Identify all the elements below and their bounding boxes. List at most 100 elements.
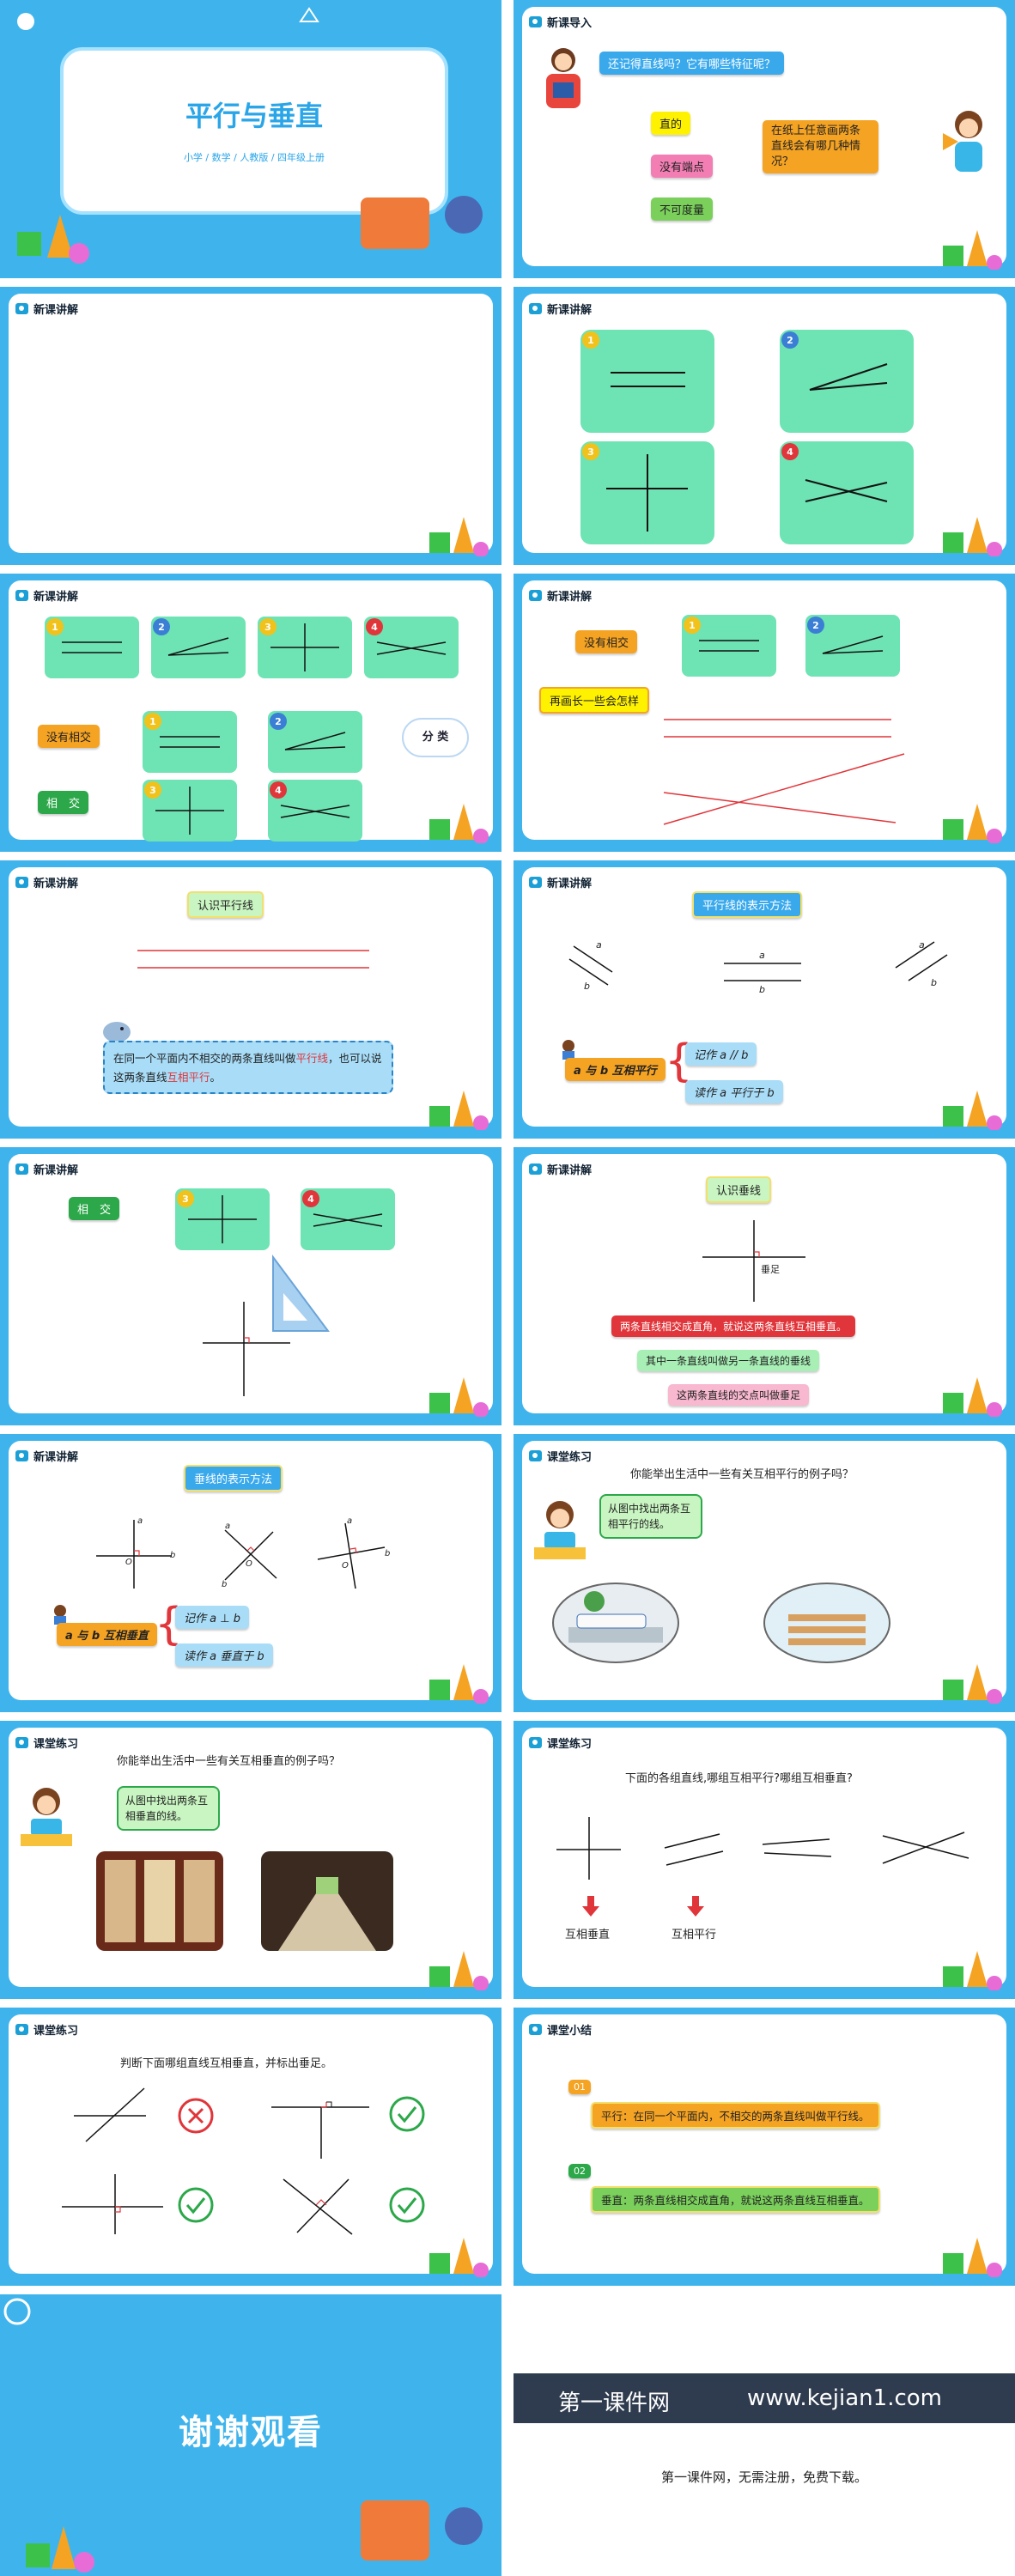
slide-cover: 平行与垂直 小学 / 数学 / 人教版 / 四年级上册	[0, 0, 501, 278]
badge: 2	[807, 617, 824, 634]
label-b: b	[931, 977, 937, 988]
header-icon	[15, 1163, 28, 1175]
slide-header: 课堂小结	[529, 2021, 592, 2038]
relation-label: a 与 b 互相垂直	[57, 1623, 157, 1646]
badge: 2	[781, 331, 799, 349]
classify-cloud: 分 类	[402, 718, 469, 757]
badge: 3	[582, 443, 599, 460]
header-icon	[15, 877, 28, 888]
feature-3: 不可度量	[651, 197, 714, 221]
badge: 4	[781, 443, 799, 460]
badge: 1	[684, 617, 701, 634]
label-b: b	[222, 1580, 228, 1589]
cover-subtitle: 小学 / 数学 / 人教版 / 四年级上册	[183, 152, 325, 163]
slide-intersect: 新课讲解 相 交 3 4	[0, 1147, 501, 1425]
def-line-1: 两条直线相交成直角，就说这两条直线互相垂直。	[611, 1315, 856, 1337]
group-b-tile-2: 4	[268, 780, 362, 841]
mini-tile-1: 1	[45, 617, 139, 678]
label-o: O	[125, 1558, 132, 1567]
slide-lecture-blank: 新课讲解	[0, 287, 501, 565]
parallel-lines	[137, 950, 369, 969]
header-icon	[529, 303, 542, 314]
label-b: b	[385, 1549, 391, 1558]
question-text: 你能举出生活中一些有关互相平行的例子吗？	[630, 1468, 854, 1481]
label-a: a	[347, 1516, 353, 1526]
line-groups	[556, 1817, 969, 1880]
slide-practice-parallel: 课堂练习 你能举出生活中一些有关互相平行的例子吗？ 从图中找出两条互相平行的线。	[514, 1434, 1015, 1712]
window-photo	[96, 1851, 223, 1951]
intersect-label: 相 交	[69, 1197, 120, 1220]
question-text: 下面的各组直线,哪组互相平行?哪组互相垂直?	[625, 1772, 853, 1785]
corner-deco	[943, 1951, 1002, 1990]
slide-perpendicular-def: 新课讲解 认识垂线 垂足 两条直线相交成直角，就说这两条直线互相垂直。 其中一条…	[514, 1147, 1015, 1425]
slide-header: 课堂练习	[529, 1735, 592, 1751]
read-label: 读作 a 垂直于 b	[175, 1643, 273, 1667]
label-b: b	[759, 984, 765, 995]
header-icon	[15, 590, 28, 601]
feature-2: 没有端点	[651, 155, 714, 178]
perpendicular-figure	[702, 1220, 805, 1302]
section-title: 认识平行线	[187, 891, 264, 918]
mini-tile-2: 2	[151, 617, 246, 678]
header-icon	[529, 1737, 542, 1748]
group-b-tile-1: 3	[143, 780, 237, 841]
badge: 1	[46, 618, 64, 635]
corner-deco	[429, 1377, 489, 1417]
header-icon	[15, 2024, 28, 2035]
corner-deco	[943, 1664, 1002, 1704]
slide-header: 新课讲解	[529, 1161, 592, 1177]
header-icon	[529, 590, 542, 601]
label-a: a	[919, 939, 925, 951]
label-o: O	[342, 1561, 349, 1571]
slide-header: 新课讲解	[15, 1161, 78, 1177]
group-a-tile-1: 1	[143, 711, 237, 773]
mini-tile-3: 3	[175, 1188, 270, 1250]
badge: 3	[177, 1190, 194, 1207]
def-line-2: 其中一条直线叫做另一条直线的垂线	[637, 1350, 820, 1371]
slide-header: 新课讲解	[529, 874, 592, 890]
slide-four-cases: 新课讲解 1 2 3 4	[514, 287, 1015, 565]
label-a: a	[596, 939, 602, 951]
section-title: 认识垂线	[706, 1176, 772, 1203]
slide-header: 新课讲解	[15, 587, 78, 604]
mini-tile-2: 2	[805, 615, 900, 677]
intersect-label: 相 交	[38, 791, 89, 814]
corner-deco	[429, 1091, 489, 1130]
def-line-3: 这两条直线的交点叫做垂足	[668, 1384, 810, 1406]
corner-deco	[943, 1377, 1002, 1417]
slide-header: 新课讲解	[529, 301, 592, 317]
brand-note: 第一课件网，无需注册，免费下载。	[660, 2470, 867, 2485]
slide-header: 课堂练习	[15, 1735, 78, 1751]
case-tile-2: 2	[780, 330, 914, 433]
slide-practice-perpendicular: 课堂练习 你能举出生活中一些有关互相垂直的例子吗？ 从图中找出两条互相垂直的线。	[0, 1721, 501, 1999]
mini-tile-3: 3	[258, 617, 352, 678]
header-icon	[15, 303, 28, 314]
judge-figures	[62, 2087, 369, 2235]
boy-icon	[562, 1040, 574, 1060]
brand-bar	[514, 2373, 1015, 2423]
question-text: 你能举出生活中一些有关互相垂直的例子吗？	[117, 1755, 341, 1768]
perpendicular-examples	[96, 1520, 386, 1589]
hint-bubble: 从图中找出两条互相平行的线。	[599, 1494, 702, 1539]
cover-title: 平行与垂直	[185, 100, 323, 132]
slide-header: 新课讲解	[15, 874, 78, 890]
check-icon	[389, 2096, 425, 2132]
badge: 4	[366, 618, 383, 635]
summary-1: 平行：在同一个平面内，不相交的两条直线叫做平行线。	[591, 2102, 880, 2129]
slide-parallel-def: 新课讲解 认识平行线 在同一个平面内不相交的两条直线叫做平行线，也可以说这两条直…	[0, 860, 501, 1139]
header-icon	[529, 2024, 542, 2035]
corridor-photo	[261, 1851, 393, 1951]
slide-header: 课堂练习	[529, 1448, 592, 1464]
corner-deco	[943, 517, 1002, 556]
slide-which-group: 课堂练习 下面的各组直线,哪组互相平行?哪组互相垂直? 互相垂直 互相平行	[514, 1721, 1015, 1999]
check-icon	[389, 2187, 425, 2223]
cover-deco	[17, 7, 483, 264]
label-a: a	[225, 1522, 231, 1531]
summary-num-2: 02	[568, 2164, 591, 2178]
corner-deco	[943, 230, 1002, 270]
parallel-examples	[568, 941, 948, 986]
student-illustration	[21, 1788, 72, 1846]
label-b: b	[584, 981, 590, 992]
corner-deco	[429, 2238, 489, 2277]
section-title: 平行线的表示方法	[692, 891, 803, 918]
